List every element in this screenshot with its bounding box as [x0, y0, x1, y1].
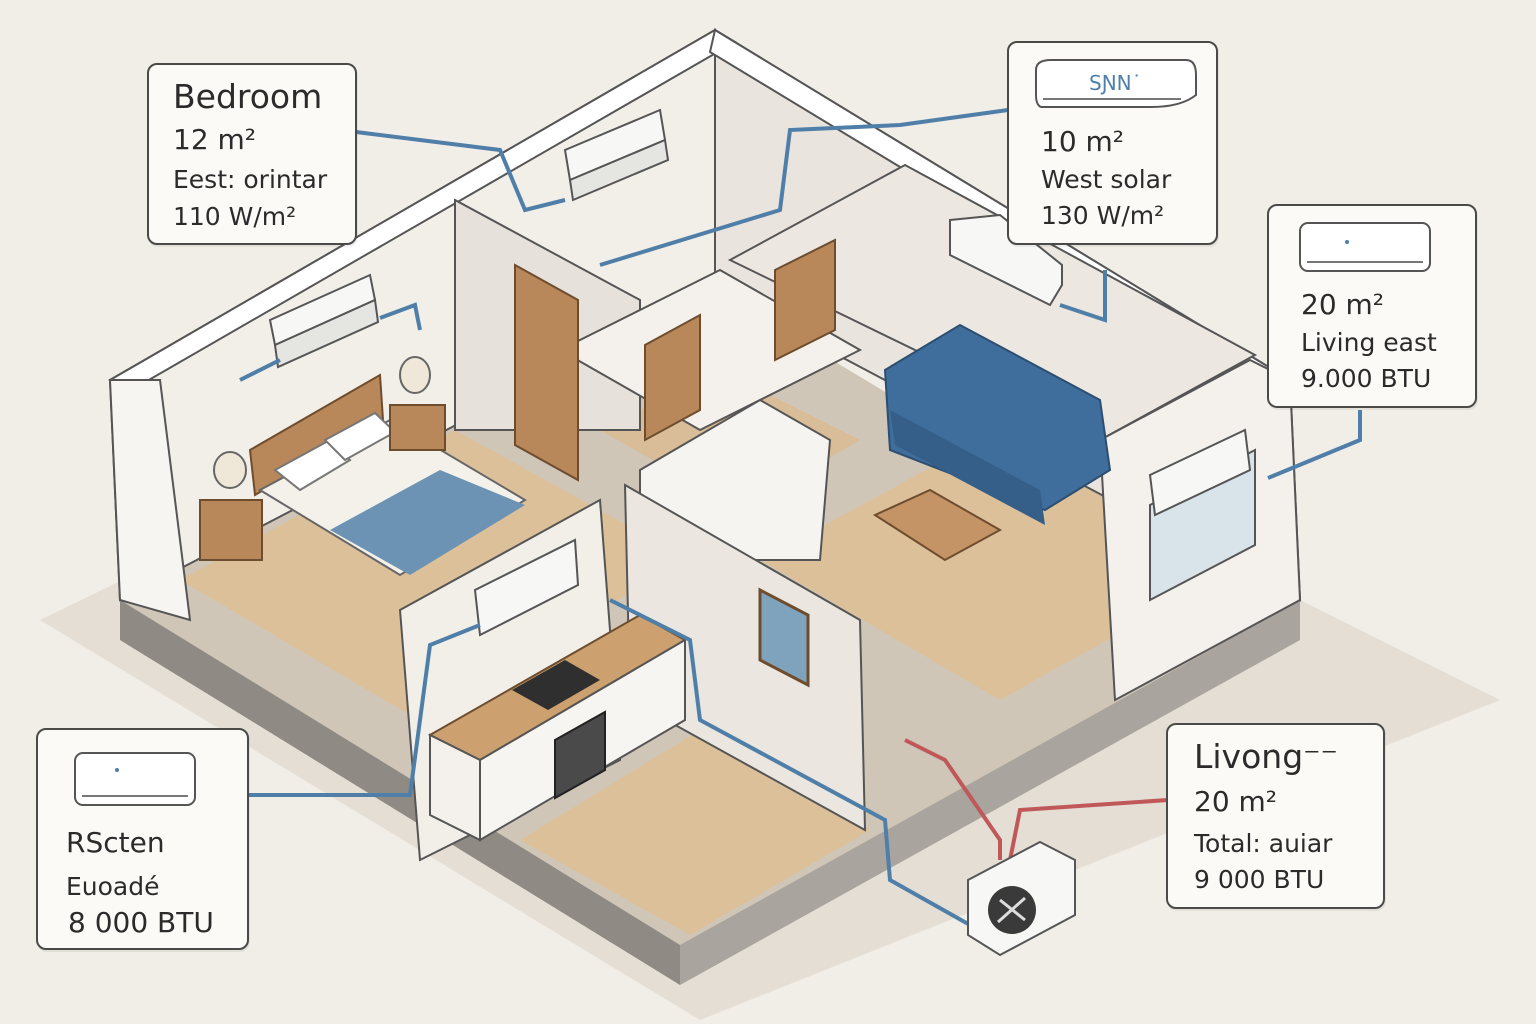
west-area: 10 m² [1041, 125, 1125, 158]
split-ac-unit-icon [1035, 59, 1197, 108]
sofa-seat [890, 410, 1045, 525]
west-unit-label: SƝN˙ [1089, 71, 1142, 95]
bedroom-floor [180, 430, 690, 715]
split-ac-unit-icon [74, 752, 196, 806]
wall-left-end [108, 379, 192, 622]
indoor-unit-living [949, 213, 1063, 307]
west-orientation: West solar [1041, 165, 1172, 194]
living-total-title: Livong⁻⁻ [1194, 737, 1338, 776]
west-load: 130 W/m² [1041, 201, 1165, 230]
indoor-unit-upper [563, 108, 670, 202]
bedroom-title: Bedroom [173, 77, 323, 116]
floor-base-front-left [120, 600, 680, 985]
nightstand-right [389, 404, 446, 451]
window-kitchen [758, 587, 810, 688]
coffee-table [872, 488, 1003, 562]
bedroom-load: 110 W/m² [173, 202, 297, 231]
callout-kitchen: RScten Euoadé 8 000 BTU [36, 728, 249, 950]
callout-west: SƝN˙ 10 m² West solar 130 W/m² [1007, 41, 1218, 245]
living-east-area: 20 m² [1301, 288, 1385, 321]
living-total-capacity: 9 000 BTU [1194, 865, 1325, 894]
kitchen-capacity: 8 000 BTU [68, 906, 214, 939]
nightstand-left [199, 499, 263, 561]
living-east-name: Living east [1301, 328, 1437, 357]
bed-cover [330, 470, 525, 575]
split-ac-unit-icon [1299, 222, 1431, 272]
callout-living-total: Livong⁻⁻ 20 m² Total: auiar 9 000 BTU [1166, 723, 1385, 909]
callout-living-east: 20 m² Living east 9.000 BTU [1267, 204, 1477, 408]
kitchen-name: RScten [66, 826, 165, 859]
door-bedroom [514, 263, 579, 482]
lamp-right [399, 356, 431, 394]
bedroom-area: 12 m² [173, 123, 257, 156]
door-hall [644, 313, 701, 442]
refrigerant-lines [239, 108, 1362, 927]
door-living [774, 238, 836, 362]
indoor-unit-kitchen [473, 538, 580, 637]
floor-base-front-right [680, 600, 1300, 985]
kitchen-note: Euoadé [66, 872, 160, 901]
living-east-capacity: 9.000 BTU [1301, 364, 1432, 393]
bedroom-orientation: Eest: orintar [173, 165, 328, 194]
living-total-area: 20 m² [1194, 785, 1278, 818]
callout-bedroom: Bedroom 12 m² Eest: orintar 110 W/m² [147, 63, 357, 245]
lamp-left [213, 451, 247, 489]
living-total-total: Total: auiar [1194, 829, 1333, 858]
indoor-unit-living-front [1148, 428, 1252, 517]
bed-pillow-1 [273, 438, 352, 492]
oven [554, 710, 606, 800]
cooktop [512, 660, 600, 710]
outdoor-condenser [967, 840, 1076, 957]
